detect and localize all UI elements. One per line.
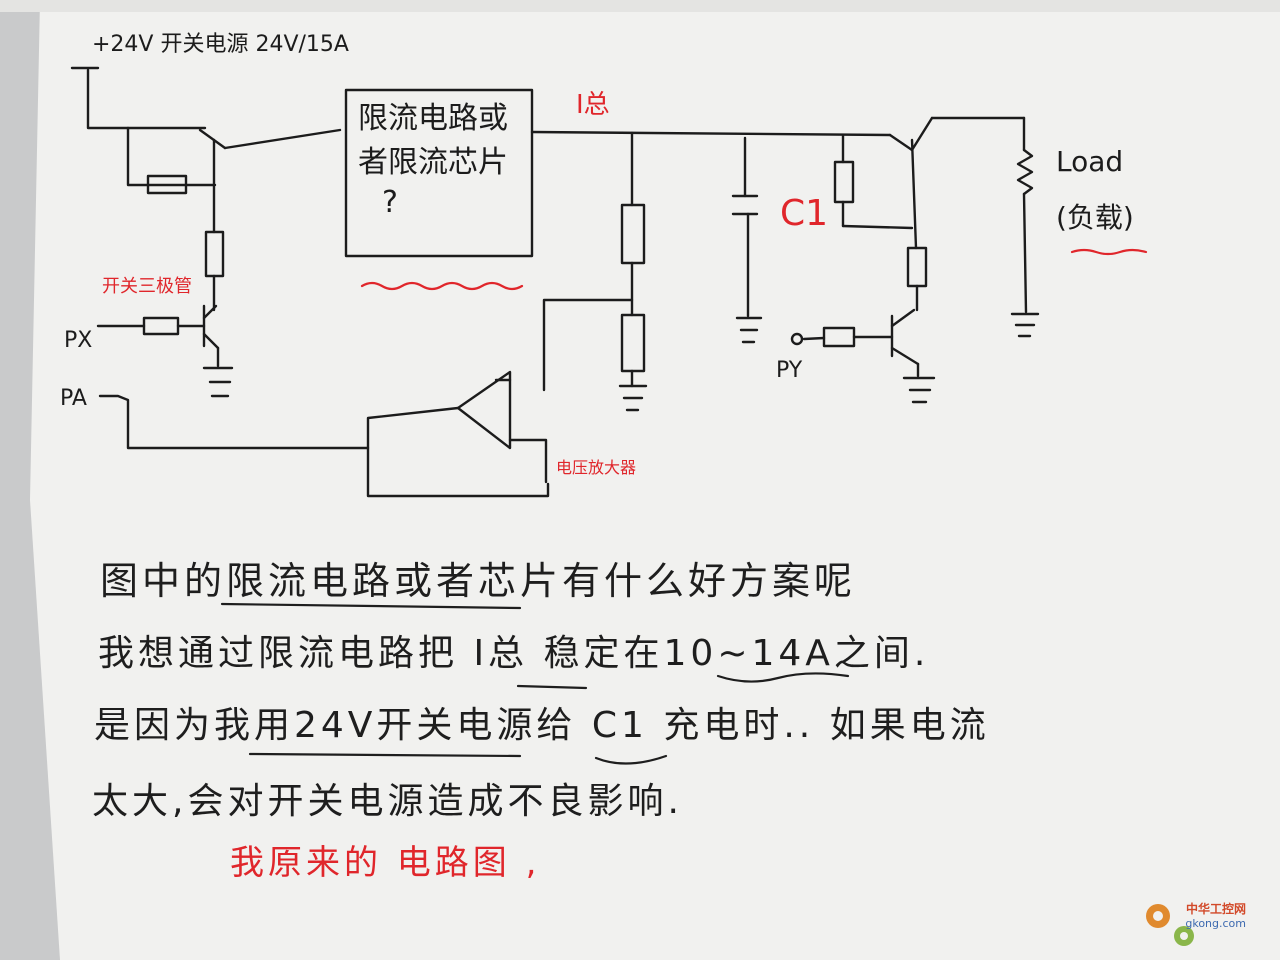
watermark: 中华工控网 gkong.com [1185,900,1246,930]
gear-icon [1146,904,1170,928]
load-label: Load [1056,145,1124,178]
watermark-site-url: gkong.com [1185,917,1246,930]
limiter-line-2: 者限流芯片 [358,145,508,180]
limiter-block-text: 限流电路或 者限流芯片 ? [358,104,508,218]
watermark-site-cn: 中华工控网 [1185,902,1246,916]
px-label: PX [64,328,93,353]
limiter-line-3: ? [382,185,398,220]
supply-label: +24V 开关电源 24V/15A [92,32,349,57]
note-line-5: 我原来的 电路图 , [230,843,541,883]
voltage-amplifier [456,370,512,450]
note-line-2: 我想通过限流电路把 I总 稳定在10~14A之间. [98,633,930,674]
resistor-bias [146,174,188,195]
red-squiggle [360,281,524,291]
note-line-4: 太大,会对开关电源造成不良影响. [92,781,683,822]
switch-transistor-label: 开关三极管 [102,276,192,297]
note-line-1: 图中的限流电路或者芯片有什么好方案呢 [100,559,857,603]
pa-label: PA [60,386,87,411]
paper-sheet [30,0,1280,960]
load-resistor [1016,148,1034,196]
current-limiter-block [344,88,534,258]
load-label-cn: (负载) [1056,201,1134,234]
amplifier-label: 电压放大器 [556,458,637,477]
note-line-3: 是因为我用24V开关电源给 C1 充电时.. 如果电流 [94,705,990,746]
total-current-label: I总 [576,90,610,120]
limiter-line-1: 限流电路或 [358,101,508,136]
capacitor-label: C1 [780,193,829,234]
py-label: PY [776,358,803,383]
